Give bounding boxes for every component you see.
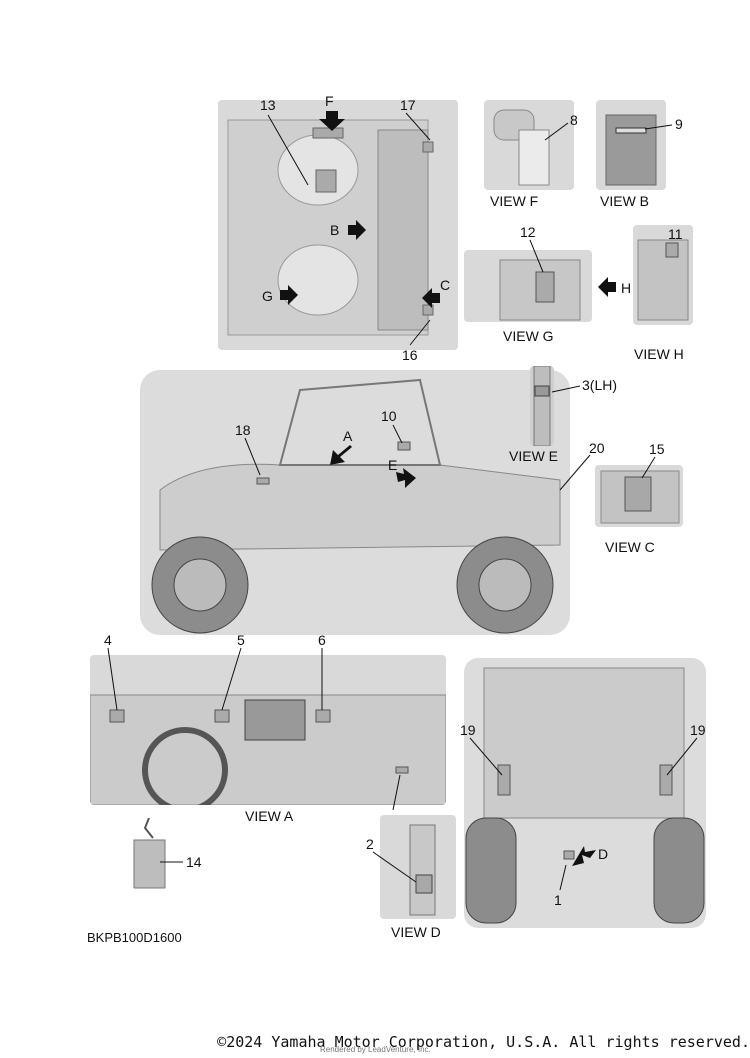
callout-3: 3(LH) <box>582 377 618 393</box>
side-view-sketch <box>151 378 561 634</box>
callout-6: 6 <box>318 632 326 648</box>
callout-2: 2 <box>366 836 374 852</box>
callout-f-letter: F <box>325 93 334 109</box>
view-d-leader <box>372 851 417 883</box>
rear-view-sketch <box>465 667 705 924</box>
callout-20: 20 <box>589 440 605 456</box>
view-e-leader <box>551 385 581 393</box>
view-d-title: VIEW D <box>391 924 441 940</box>
view-a-image <box>90 655 446 805</box>
callout-15: 15 <box>649 441 665 457</box>
view-f-title: VIEW F <box>490 193 539 209</box>
callout-13: 13 <box>260 97 276 113</box>
view-a-title: VIEW A <box>245 808 294 824</box>
view-g-image <box>464 250 592 322</box>
callout-16: 16 <box>402 347 418 363</box>
callout-19-right: 19 <box>690 722 706 738</box>
callout-b-letter: B <box>330 222 340 238</box>
hang-tag-image <box>133 818 166 890</box>
view-e-image <box>530 366 554 446</box>
callout-9: 9 <box>675 116 683 132</box>
top-view-sketch <box>227 119 434 336</box>
callout-5: 5 <box>237 632 245 648</box>
callout-c-letter: C <box>440 277 451 293</box>
side-view-arrows <box>244 424 591 491</box>
view-a-sketch <box>90 694 446 805</box>
diagram-code: BKPB100D1600 <box>87 930 182 945</box>
callout-8: 8 <box>570 112 578 128</box>
callout-1: 1 <box>554 892 562 908</box>
rear-view-image <box>464 658 706 928</box>
callout-14: 14 <box>186 854 202 870</box>
view-b-image <box>596 100 666 190</box>
view-h-title: VIEW H <box>634 346 684 362</box>
callout-10: 10 <box>381 408 397 424</box>
callout-d-letter: D <box>598 846 609 862</box>
callout-17: 17 <box>400 97 416 113</box>
rear-view-arrows <box>469 737 698 891</box>
view-g-arrow <box>529 239 616 297</box>
view-g-title: VIEW G <box>503 328 554 344</box>
callout-19-left: 19 <box>460 722 476 738</box>
rendered-by: Rendered by LeadVenture, Inc. <box>320 1045 431 1054</box>
view-e-title: VIEW E <box>509 448 559 464</box>
view-c-image <box>595 465 683 527</box>
copyright-notice: ©2024 Yamaha Motor Corporation, U.S.A. A… <box>217 1033 750 1051</box>
view-a-leaders <box>107 647 401 811</box>
callout-g-letter: G <box>262 288 273 304</box>
view-d-image <box>380 815 456 919</box>
view-c-title: VIEW C <box>605 539 655 555</box>
callout-18: 18 <box>235 422 251 438</box>
side-view-image <box>140 370 570 635</box>
callout-e-letter: E <box>388 457 398 473</box>
callout-12: 12 <box>520 224 536 240</box>
top-view-image <box>218 100 458 350</box>
view-c-leader <box>641 456 656 479</box>
view-b-title: VIEW B <box>600 193 650 209</box>
callout-4: 4 <box>104 632 112 648</box>
view-f-leader <box>544 122 569 141</box>
view-h-image <box>633 225 693 325</box>
callout-h-letter: H <box>621 280 632 296</box>
hang-tag-leader <box>160 861 183 863</box>
callout-11: 11 <box>668 226 683 242</box>
callout-a-letter: A <box>343 428 353 444</box>
view-b-leader <box>644 124 673 130</box>
view-f-image <box>484 100 574 190</box>
top-view-arrows <box>267 111 440 346</box>
